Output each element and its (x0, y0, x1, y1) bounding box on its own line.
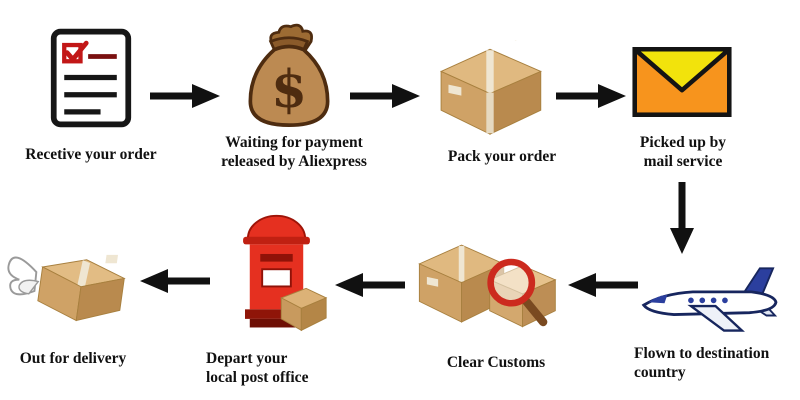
airplane-icon (636, 256, 778, 346)
step-label-line: Picked up by (639, 134, 727, 151)
arrow-right-2 (350, 83, 420, 114)
step-label-picked-up: Picked up by mail service (622, 134, 744, 172)
step-label-line: Clear Customs (446, 354, 546, 371)
package-box-icon (430, 25, 550, 142)
step-label-line: Flown to destination (634, 345, 770, 362)
step-label-flown-destination: Flown to destination country (634, 345, 798, 383)
step-label-line: Pack your order (447, 148, 557, 165)
money-bag-icon: $ (243, 22, 335, 133)
step-label-line: mail service (643, 152, 723, 170)
winged-parcel-icon (6, 232, 134, 337)
step-label-waiting-payment: Waiting for payment released by Aliexpre… (203, 134, 385, 172)
customs-magnifier-icon (410, 228, 560, 346)
step-label-line: country (634, 363, 686, 381)
step-label-line: local post office (206, 368, 309, 386)
step-label-out-for-delivery: Out for delivery (6, 350, 140, 369)
step-label-line: Waiting for payment (225, 134, 363, 151)
svg-text:$: $ (271, 60, 307, 120)
arrow-left-3 (140, 268, 210, 299)
arrow-right-1 (150, 83, 220, 114)
step-label-depart-post-office: Depart your local post office (206, 350, 356, 388)
step-label-clear-customs: Clear Customs (420, 354, 572, 373)
envelope-icon (632, 46, 732, 123)
step-label-line: Out for delivery (19, 350, 127, 367)
step-label-line: released by Aliexpress (221, 152, 367, 170)
step-label-line: Recetive your order (25, 146, 157, 163)
arrow-right-3 (556, 83, 626, 114)
post-box-icon (224, 210, 329, 344)
step-label-pack-order: Pack your order (424, 148, 580, 167)
step-label-receive-order: Recetive your order (8, 146, 174, 165)
arrow-left-2 (335, 272, 405, 303)
step-label-line: Depart your (206, 350, 288, 367)
checklist-icon (48, 26, 134, 135)
arrow-left-1 (568, 272, 638, 303)
arrow-down (669, 182, 695, 259)
